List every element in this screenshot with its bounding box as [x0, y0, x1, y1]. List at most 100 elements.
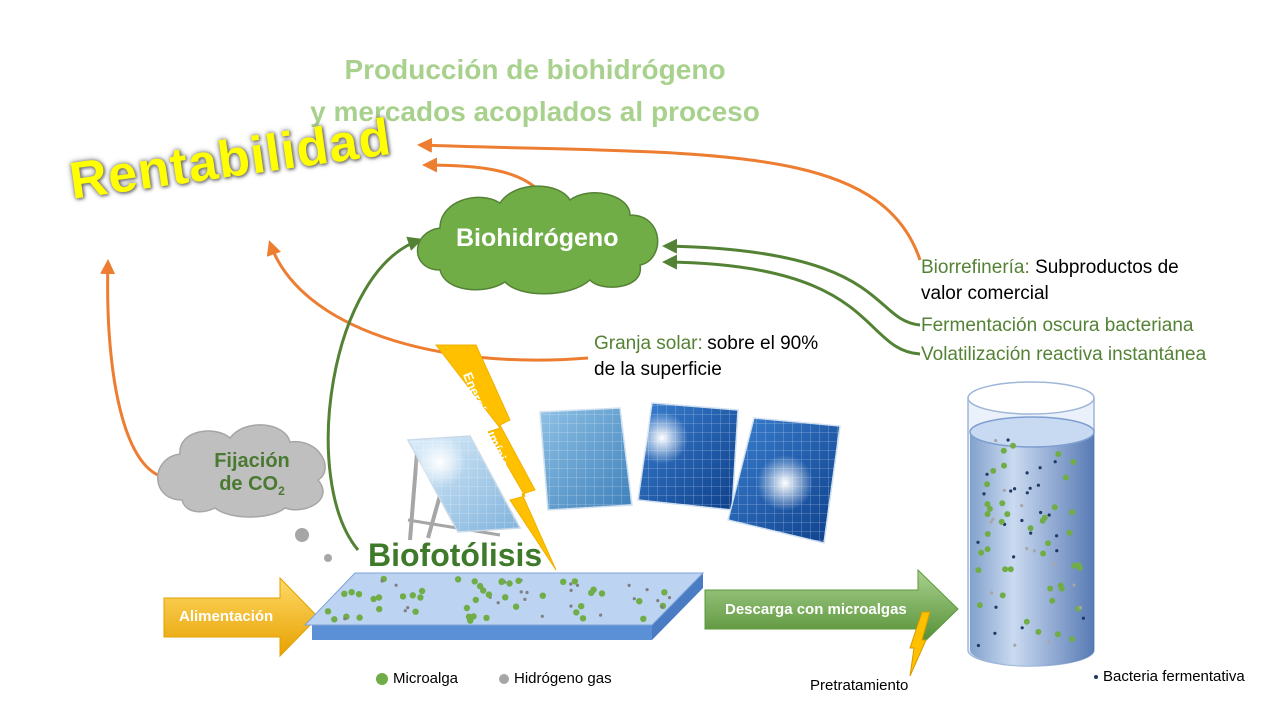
bacteria-particle	[976, 540, 980, 544]
hidrogeno-particle	[656, 599, 660, 603]
fijacion-line-2: de CO2	[196, 473, 308, 498]
hidrogeno-particle	[627, 583, 631, 588]
hidrogeno-particle	[569, 588, 573, 593]
microalga-particle	[409, 592, 416, 599]
arrow-fijacion-to-rentabilidad	[100, 259, 161, 478]
microalga-particle	[1071, 562, 1078, 569]
microalga-particle	[465, 613, 473, 620]
hidrogeno-particle	[519, 590, 523, 594]
microalga-particle	[348, 589, 355, 596]
hidrogeno-particle	[343, 617, 347, 621]
legend-hidrogeno-dot	[499, 674, 509, 684]
pretratamiento-label: Pretratamiento	[810, 677, 909, 694]
microalga-particle	[506, 580, 513, 587]
microalga-particle	[598, 590, 606, 597]
microalga-particle	[1023, 618, 1030, 625]
microalga-particle	[370, 595, 377, 603]
arrow-biorrefineria-to-rentabilidad	[417, 137, 922, 261]
microalga-particle	[975, 567, 982, 574]
microalga-particle	[1070, 459, 1077, 465]
microalga-particle	[1035, 628, 1042, 635]
microalga-particle	[502, 594, 509, 601]
legend-hidrogeno-label: Hidrógeno gas	[514, 670, 612, 687]
microalga-particle	[463, 604, 471, 612]
bacteria-particle	[994, 605, 998, 609]
bacteria-particle	[1039, 510, 1043, 515]
bacteria-particle	[1055, 534, 1059, 538]
microalga-particle	[498, 578, 506, 585]
microalga-particle	[1069, 636, 1075, 643]
hidrogeno-particle	[660, 605, 664, 609]
microalga-particle	[978, 549, 985, 556]
fermentacion-label: Fermentación oscura bacteriana	[921, 315, 1194, 336]
granja-solar-label: Granja solar:	[594, 333, 703, 354]
microalga-particle	[418, 587, 426, 595]
hidrogeno-particle	[989, 520, 993, 524]
arrow-biohidrogeno-to-rentabilidad	[422, 157, 542, 194]
bacteria-particle	[1006, 438, 1010, 442]
biohidrogeno-label: Biohidrógeno	[456, 224, 619, 252]
microalga-particle	[976, 602, 983, 609]
microalga-particle	[578, 603, 585, 610]
microalga-particle	[1027, 525, 1034, 532]
fijacion-label: Fijación de CO2	[196, 450, 308, 498]
bacteria-particle	[1047, 513, 1051, 517]
lightning-bolt-icon-energia	[434, 344, 557, 571]
granja-solar-text-1: sobre el 90%	[707, 333, 819, 354]
microalga-particle	[1054, 631, 1061, 638]
microalga-particle	[1002, 566, 1009, 573]
microalga-particle	[539, 592, 546, 599]
microalga-particle	[512, 603, 520, 610]
microalga-particle	[1075, 562, 1082, 569]
microalga-particle	[999, 500, 1006, 507]
hidrogeno-particle	[991, 517, 995, 521]
hidrogeno-particle	[403, 609, 407, 613]
hidrogeno-particle	[1013, 643, 1017, 647]
arrow-fermentacion-to-biohidrogeno	[662, 238, 921, 327]
microalga-particle	[399, 593, 407, 600]
title-line-2: y mercados acoplados al proceso	[310, 96, 760, 127]
microalga-particle	[483, 614, 490, 622]
hidrogeno-particle	[380, 579, 384, 583]
microalga-particle	[984, 546, 991, 553]
hidrogeno-particle	[540, 614, 544, 618]
hidrogeno-particle	[1053, 561, 1057, 566]
hidrogeno-particle	[569, 582, 573, 586]
descarga-arrow	[704, 568, 959, 650]
microalga-particle	[579, 615, 587, 622]
bacteria-particle	[1038, 466, 1042, 470]
microalga-particle	[1000, 447, 1007, 454]
solar-panel-icon-1	[406, 435, 522, 541]
microalga-particle	[472, 596, 479, 604]
microalga-particle	[1007, 566, 1014, 573]
cloud-icon-fijacion	[157, 424, 332, 562]
hidrogeno-particle	[575, 583, 580, 588]
bacteria-particle	[976, 643, 981, 648]
bacteria-particle	[1009, 489, 1013, 493]
bacteria-particle	[1013, 487, 1017, 491]
microalga-particle	[1055, 451, 1062, 457]
microalga-particle	[1010, 442, 1016, 449]
microalga-particle	[560, 578, 567, 585]
microalga-particle	[515, 577, 522, 584]
descarga-label: Descarga con microalgas	[725, 601, 907, 618]
hidrogeno-particle	[1032, 549, 1037, 553]
microalga-particle	[454, 576, 462, 583]
hidrogeno-particle	[523, 597, 527, 602]
microalga-particle	[324, 608, 332, 615]
alimentacion-label: Alimentación	[179, 608, 274, 625]
microalga-particle	[1047, 585, 1054, 592]
bacteria-particle	[1025, 491, 1029, 495]
hidrogeno-particle	[994, 439, 998, 443]
hidrogeno-particle	[645, 588, 649, 592]
hidrogeno-particle	[989, 591, 994, 595]
hidrogeno-particle	[525, 590, 529, 595]
arrow-biofotolisis-to-biohidrogeno	[326, 236, 423, 551]
solar-panel-icon-4	[727, 417, 841, 544]
bacteria-particle	[1025, 471, 1029, 475]
bacteria-particle	[982, 492, 986, 496]
microalga-particle	[356, 614, 363, 621]
microalga-particle	[1051, 504, 1058, 511]
microalga-particle	[990, 467, 997, 474]
arrow-volatilizacion-to-biohidrogeno	[662, 254, 921, 356]
